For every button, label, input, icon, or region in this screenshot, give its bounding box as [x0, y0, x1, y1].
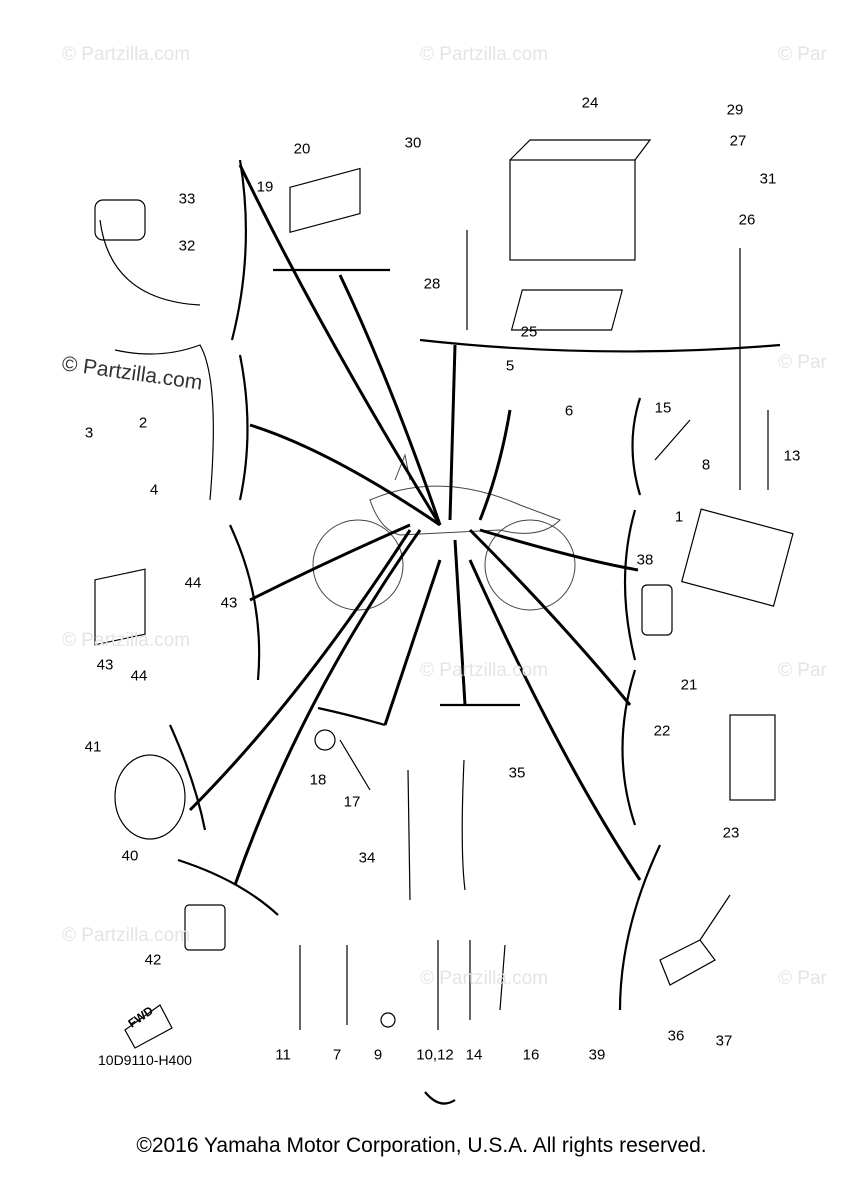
callout-number: 2	[138, 414, 148, 432]
callout-number: 30	[404, 134, 422, 152]
callout-number: 1	[674, 508, 684, 526]
watermark: © Partzilla.com	[62, 630, 191, 651]
callout-number: 39	[588, 1046, 606, 1064]
watermark: © Partzilla.com	[62, 44, 191, 65]
callout-number: 4	[149, 481, 159, 499]
watermark: © Partzilla.com	[62, 925, 191, 946]
callout-number: 20	[293, 140, 311, 158]
callout-number: 29	[726, 101, 744, 119]
harness-leader-lines	[188, 164, 642, 886]
watermark: © Par	[778, 44, 827, 65]
callout-number: 43	[220, 594, 238, 612]
callout-number: 26	[738, 211, 756, 229]
callout-number: 43	[96, 656, 114, 674]
part-shapes	[94, 139, 794, 1049]
callout-number: 31	[759, 170, 777, 188]
callout-number: 14	[465, 1046, 483, 1064]
drawing-code: 10D9110-H400	[98, 1052, 192, 1068]
callout-number: 28	[423, 275, 441, 293]
copyright-notice: ©2016 Yamaha Motor Corporation, U.S.A. A…	[136, 1134, 707, 1157]
callout-number: 27	[729, 132, 747, 150]
watermark: © Par	[778, 968, 827, 989]
battery	[509, 159, 636, 261]
callout-number: 23	[722, 824, 740, 842]
callout-number: 21	[680, 676, 698, 694]
callout-number: 37	[715, 1032, 733, 1050]
callout-number: 40	[121, 847, 139, 865]
callout-number: 5	[505, 357, 515, 375]
watermark: © Partzilla.com	[420, 968, 549, 989]
callout-number: 7	[332, 1046, 342, 1064]
callout-number: 16	[522, 1046, 540, 1064]
callout-number: 8	[701, 456, 711, 474]
callout-number: 22	[653, 722, 671, 740]
atv-silhouette	[312, 453, 576, 611]
fwd-arrow	[124, 1004, 173, 1049]
callout-number: 17	[343, 793, 361, 811]
callout-number: 42	[144, 951, 162, 969]
group-brackets	[168, 159, 781, 1105]
watermark: © Partzilla.com	[420, 660, 549, 681]
callout-number: 24	[581, 94, 599, 112]
callout-number: 32	[178, 237, 196, 255]
callout-number: 44	[184, 574, 202, 592]
callout-number: 6	[564, 402, 574, 420]
callout-number: 13	[783, 447, 801, 465]
callout-number: 3	[84, 424, 94, 442]
callout-number: 44	[130, 667, 148, 685]
callout-number: 33	[178, 190, 196, 208]
watermark: © Par	[778, 352, 827, 373]
callout-number: 38	[636, 551, 654, 569]
callout-number: 34	[358, 849, 376, 867]
watermark: © Partzilla.com	[420, 44, 549, 65]
callout-number: 35	[508, 764, 526, 782]
callout-number: 25	[520, 323, 538, 341]
callout-number: 15	[654, 399, 672, 417]
callout-number: 18	[309, 771, 327, 789]
callout-number: 9	[373, 1046, 383, 1064]
callout-number: 36	[667, 1027, 685, 1045]
callout-number: 19	[256, 178, 274, 196]
watermark: © Par	[778, 660, 827, 681]
callout-number: 41	[84, 738, 102, 756]
callout-number: 10,12	[416, 1046, 454, 1064]
callout-number: 11	[275, 1046, 291, 1064]
